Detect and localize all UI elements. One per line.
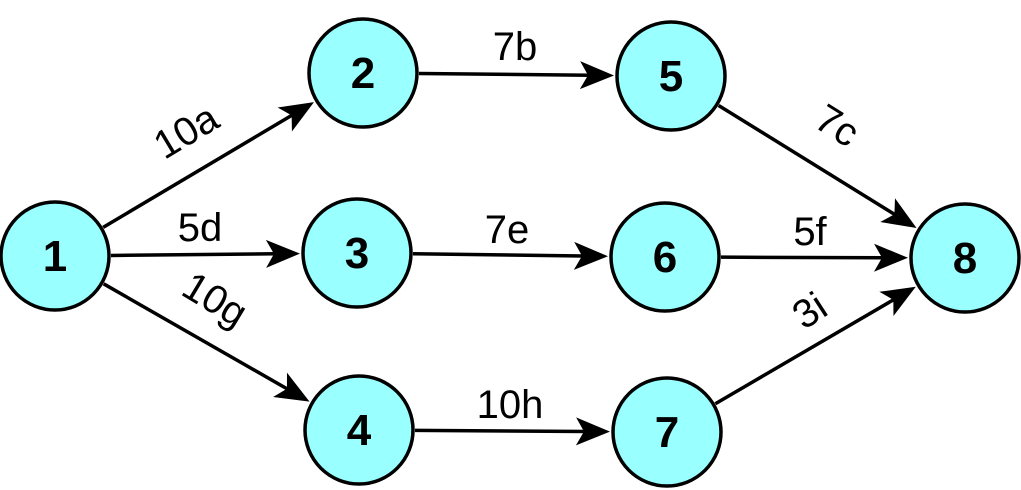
arrowhead	[873, 243, 909, 272]
edge-label: 10h	[477, 383, 544, 427]
edge-line	[714, 297, 896, 406]
edge-2-5: 7b	[418, 25, 615, 90]
nodes: 1 2 3 4 5 6 7 8	[0, 17, 1021, 488]
node-label: 5	[659, 52, 683, 101]
node-1: 1	[0, 200, 111, 312]
node-6: 6	[609, 201, 721, 313]
edge-5-8: 7c	[717, 96, 917, 228]
node-circle	[615, 20, 727, 132]
edge-label: 7b	[493, 25, 538, 69]
edge-1-4: 10g	[102, 264, 310, 402]
node-circle	[909, 202, 1021, 314]
edge-line	[717, 103, 898, 217]
arrowhead	[880, 198, 917, 228]
edge-line	[102, 282, 290, 392]
arrowhead	[879, 286, 916, 316]
node-label: 6	[653, 233, 677, 282]
edge-label: 5d	[178, 206, 223, 250]
node-circle	[307, 17, 419, 129]
arrowhead	[573, 241, 609, 270]
node-label: 1	[43, 232, 67, 281]
arrowhead	[277, 102, 314, 132]
arrowhead	[273, 372, 310, 402]
edge-line	[102, 112, 295, 229]
edge-3-6: 7e	[412, 208, 609, 270]
edge-label: 3i	[785, 284, 835, 338]
node-label: 4	[347, 406, 372, 455]
edge-label: 10g	[175, 264, 255, 336]
node-label: 8	[953, 234, 977, 283]
node-8: 8	[909, 202, 1021, 314]
edge-label: 10a	[146, 95, 227, 167]
node-circle	[611, 376, 723, 488]
node-4: 4	[303, 374, 415, 486]
edge-line	[720, 255, 885, 260]
edge-line	[414, 428, 587, 434]
node-circle	[303, 374, 415, 486]
edge-1-3: 5d	[110, 206, 301, 268]
arrowhead	[575, 417, 611, 446]
node-circle	[0, 200, 111, 312]
node-label: 7	[655, 408, 679, 457]
edge-line	[418, 71, 591, 77]
edge-6-8: 5f	[720, 210, 909, 272]
edge-7-8: 3i	[714, 284, 916, 406]
edge-label: 5f	[793, 210, 827, 254]
node-2: 2	[307, 17, 419, 129]
node-3: 3	[301, 197, 413, 309]
node-5: 5	[615, 20, 727, 132]
edge-label: 7e	[485, 208, 530, 252]
node-label: 3	[345, 229, 369, 278]
edge-line	[412, 251, 585, 258]
node-7: 7	[611, 376, 723, 488]
edge-4-7: 10h	[414, 383, 611, 446]
node-label: 2	[351, 49, 375, 98]
arrowhead	[579, 61, 615, 90]
edges: 10a 5d 10g 7b 7e 10h 7c 5f 3i	[102, 25, 917, 446]
node-circle	[301, 197, 413, 309]
arrowhead	[265, 239, 301, 268]
edge-label: 7c	[807, 96, 866, 156]
edge-line	[110, 252, 277, 258]
node-circle	[609, 201, 721, 313]
